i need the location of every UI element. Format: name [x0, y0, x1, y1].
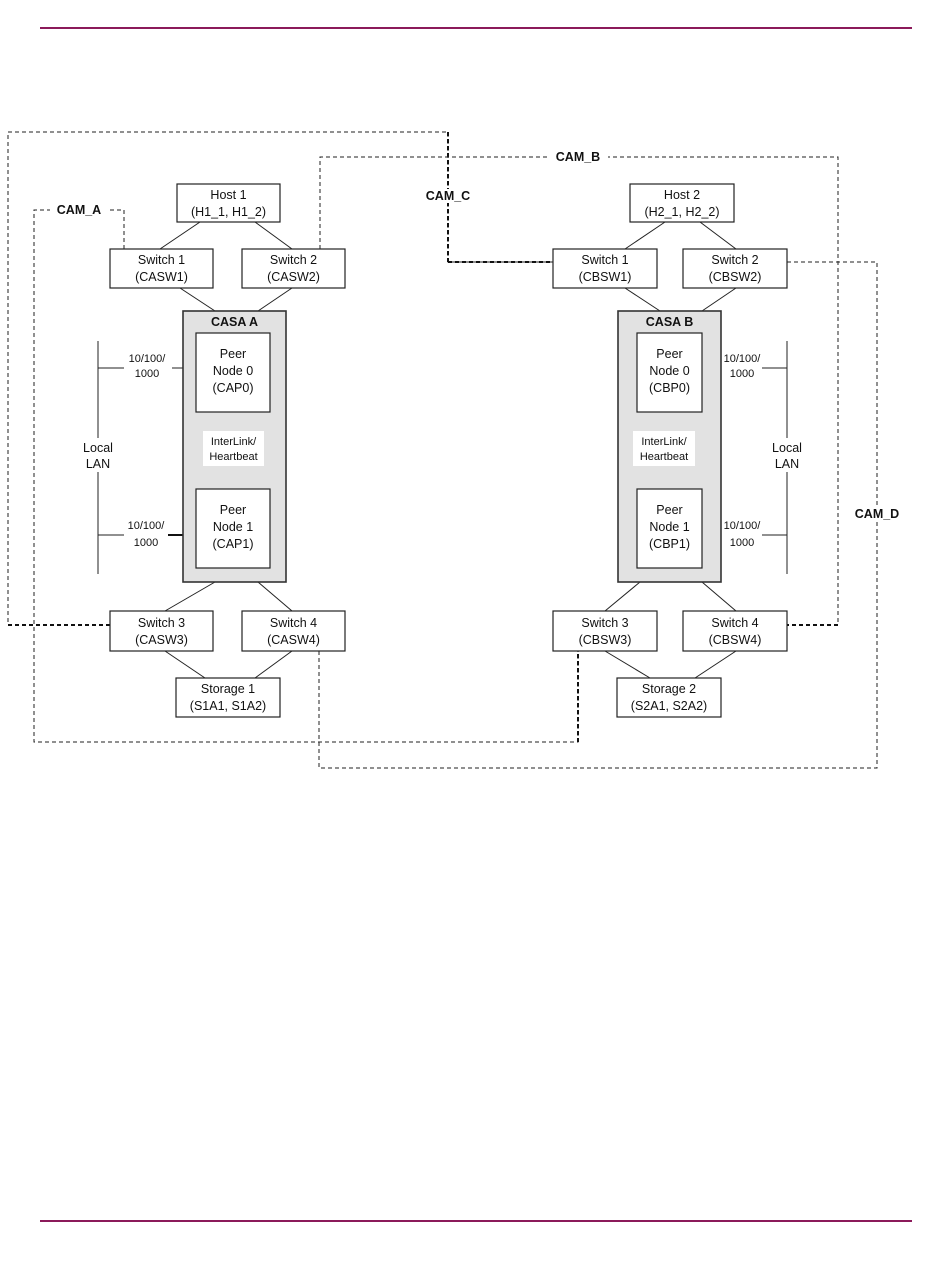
casw1-id: (CASW1) — [135, 270, 188, 284]
speed-b-bottom-label: 10/100/ 1000 — [724, 520, 762, 549]
cbsw2-id: (CBSW2) — [709, 270, 762, 284]
cap0-line1: Peer — [220, 347, 246, 361]
casw3-id: (CASW3) — [135, 633, 188, 647]
lan-a-l1: Local — [83, 441, 113, 455]
cbsw1-name: Switch 1 — [581, 253, 628, 267]
cbsw1-box: Switch 1 (CBSW1) — [552, 248, 658, 289]
casw1-box: Switch 1 (CASW1) — [109, 248, 214, 289]
cam-d-label: CAM_D — [855, 507, 899, 521]
speed-a-bottom-label: 10/100/ 1000 — [128, 520, 166, 549]
header-rule — [40, 27, 912, 29]
cam-b-label: CAM_B — [556, 150, 600, 164]
casw4-id: (CASW4) — [267, 633, 320, 647]
storage-2-box: Storage 2 (S2A1, S2A2) — [616, 677, 722, 718]
host-2-name: Host 2 — [664, 188, 700, 202]
cbsw2-box: Switch 2 (CBSW2) — [682, 248, 788, 289]
speed-a-top-l1: 10/100/ — [129, 353, 167, 365]
cbp1-line3: (CBP1) — [649, 537, 690, 551]
casw3-box: Switch 3 (CASW3) — [109, 610, 214, 652]
site-a: Host 1 (H1_1, H1_2) Switch 1 (CASW1) Swi… — [78, 183, 346, 718]
speed-a-bottom-l1: 10/100/ — [128, 520, 166, 532]
cam-d-link — [318, 261, 878, 769]
storage-1-ids: (S1A1, S1A2) — [190, 699, 266, 713]
host-1-box: Host 1 (H1_1, H1_2) — [176, 183, 281, 223]
footer-rule — [40, 1220, 912, 1222]
cbsw4-name: Switch 4 — [711, 616, 758, 630]
cap0-box: Peer Node 0 (CAP0) — [195, 332, 271, 413]
speed-b-top-l1: 10/100/ — [724, 353, 762, 365]
site-b: Host 2 (H2_1, H2_2) Switch 1 (CBSW1) Swi… — [552, 183, 807, 718]
cbsw2-name: Switch 2 — [711, 253, 758, 267]
cbp0-line2: Node 0 — [649, 364, 689, 378]
cbsw3-name: Switch 3 — [581, 616, 628, 630]
speed-b-bottom-l1: 10/100/ — [724, 520, 762, 532]
cap0-line2: Node 0 — [213, 364, 253, 378]
speed-b-top-l2: 1000 — [730, 368, 754, 380]
cam-c-label: CAM_C — [426, 189, 470, 203]
host-1-ids: (H1_1, H1_2) — [191, 205, 266, 219]
interlink-b-label: InterLink/ Heartbeat — [633, 431, 695, 466]
lan-a-l2: LAN — [86, 457, 110, 471]
speed-a-top-l2: 1000 — [135, 368, 159, 380]
cbp0-box: Peer Node 0 (CBP0) — [636, 332, 703, 413]
cam-a-label: CAM_A — [57, 203, 101, 217]
speed-b-bottom-l2: 1000 — [730, 537, 754, 549]
cap1-box: Peer Node 1 (CAP1) — [195, 488, 271, 569]
cap1-line1: Peer — [220, 503, 246, 517]
host-2-ids: (H2_1, H2_2) — [644, 205, 719, 219]
speed-a-top-label: 10/100/ 1000 — [129, 353, 167, 380]
casw2-id: (CASW2) — [267, 270, 320, 284]
interlink-a-label: InterLink/ Heartbeat — [203, 431, 264, 466]
cbp0-line1: Peer — [656, 347, 682, 361]
cbp0-line3: (CBP0) — [649, 381, 690, 395]
cap0-line3: (CAP0) — [213, 381, 254, 395]
host-1-name: Host 1 — [210, 188, 246, 202]
cam-a-link — [33, 209, 579, 743]
lan-b-l1: Local — [772, 441, 802, 455]
casa-b-title: CASA B — [646, 315, 693, 329]
cap1-line3: (CAP1) — [213, 537, 254, 551]
storage-2-name: Storage 2 — [642, 682, 696, 696]
cam-labels: CAM_A CAM_B CAM_C CAM_D — [50, 150, 906, 521]
interlink-a-l1: InterLink/ — [211, 436, 257, 448]
speed-a-bottom-l2: 1000 — [134, 537, 158, 549]
cbp1-box: Peer Node 1 (CBP1) — [636, 488, 703, 569]
interlink-b-l2: Heartbeat — [640, 451, 688, 463]
local-lan-a-label: Local LAN — [78, 438, 118, 472]
host-2-box: Host 2 (H2_1, H2_2) — [629, 183, 735, 223]
cbsw3-id: (CBSW3) — [579, 633, 632, 647]
casw4-box: Switch 4 (CASW4) — [241, 610, 346, 652]
casw1-name: Switch 1 — [138, 253, 185, 267]
speed-b-top-label: 10/100/ 1000 — [724, 353, 762, 380]
storage-2-ids: (S2A1, S2A2) — [631, 699, 707, 713]
cbsw4-id: (CBSW4) — [709, 633, 762, 647]
storage-1-box: Storage 1 (S1A1, S1A2) — [175, 677, 281, 718]
storage-1-name: Storage 1 — [201, 682, 255, 696]
casa-a-title: CASA A — [211, 315, 258, 329]
lan-b-l2: LAN — [775, 457, 799, 471]
casw4-name: Switch 4 — [270, 616, 317, 630]
cbsw1-id: (CBSW1) — [579, 270, 632, 284]
cam-links — [7, 131, 878, 769]
casw2-box: Switch 2 (CASW2) — [241, 248, 346, 289]
local-lan-b-label: Local LAN — [767, 438, 807, 472]
cbsw4-box: Switch 4 (CBSW4) — [682, 610, 788, 652]
cap1-line2: Node 1 — [213, 520, 253, 534]
casw3-name: Switch 3 — [138, 616, 185, 630]
cam-b-link — [319, 156, 839, 626]
cbp1-line1: Peer — [656, 503, 682, 517]
cbp1-line2: Node 1 — [649, 520, 689, 534]
cbsw3-box: Switch 3 (CBSW3) — [552, 610, 658, 652]
interlink-b-l1: InterLink/ — [641, 436, 687, 448]
casw2-name: Switch 2 — [270, 253, 317, 267]
interlink-a-l2: Heartbeat — [209, 451, 257, 463]
